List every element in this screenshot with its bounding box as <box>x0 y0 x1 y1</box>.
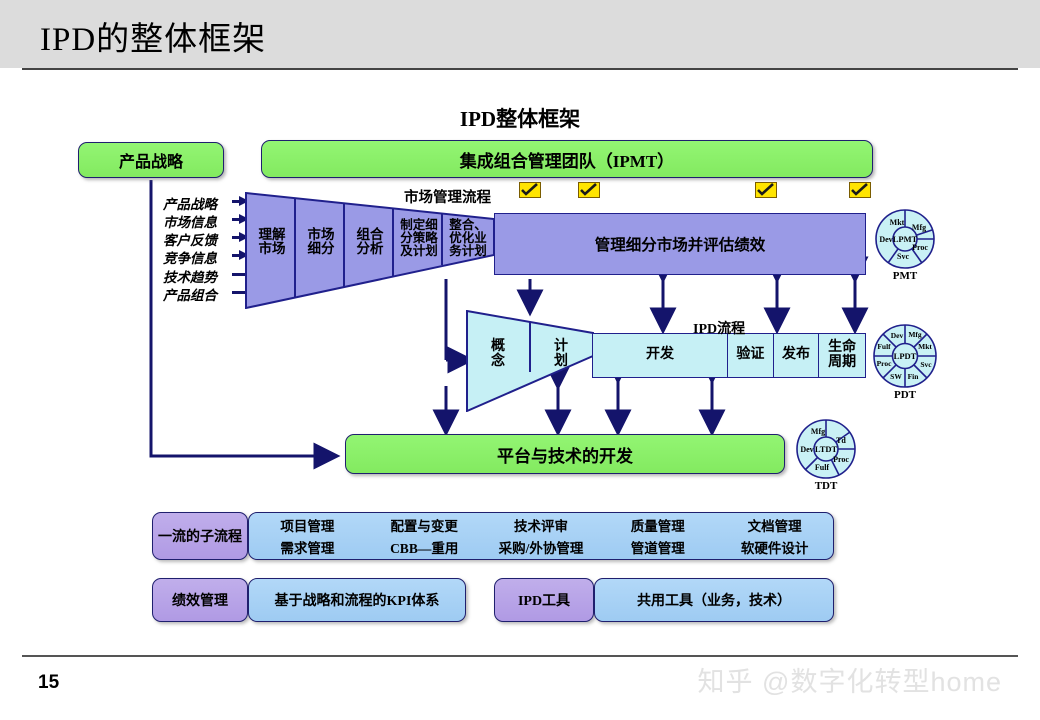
input-arrow-3 <box>239 250 249 260</box>
footer-divider <box>22 655 1018 657</box>
subprocess-top-4: 文档管理 <box>747 519 802 534</box>
input-stem-3 <box>232 254 240 257</box>
input-arrow-1 <box>239 214 249 224</box>
page-number: 15 <box>38 672 60 693</box>
svg-text:Td: Td <box>836 436 846 445</box>
svg-text:Svc: Svc <box>897 252 909 261</box>
performance-label[interactable]: 绩效管理 <box>152 578 248 622</box>
svg-text:Fulf: Fulf <box>815 463 830 472</box>
manage-segments-bar[interactable]: 管理细分市场并评估绩效 <box>494 213 866 275</box>
ipmt-box[interactable]: 集成组合管理团队（IPMT） <box>261 140 873 178</box>
input-arrow-0 <box>239 196 249 206</box>
checkmark-box-4[interactable] <box>849 182 871 198</box>
svg-text:Fin: Fin <box>908 372 920 381</box>
market-funnel-cell-2: 组合分析 <box>356 227 384 257</box>
diagram-title: IPD整体框架 <box>459 107 581 131</box>
market-management-funnel[interactable] <box>245 192 495 309</box>
subprocess-top-0: 项目管理 <box>280 519 335 534</box>
check-icon <box>521 183 538 196</box>
pdt-caption: PDT <box>894 389 916 401</box>
market-funnel-cell-0: 理解市场 <box>258 227 286 257</box>
input-label-3: 竞争信息 <box>163 251 217 266</box>
tools-value[interactable]: 共用工具（业务，技术） <box>594 578 834 622</box>
subprocess-top-3: 质量管理 <box>630 519 685 534</box>
ipd-funnel-cell-1: 计划 <box>554 339 568 369</box>
tdt-team-wheel[interactable]: LTDT Mfg Td Proc Fulf Dev TDT <box>795 418 857 492</box>
subprocess-panel[interactable]: 项目管理 需求管理 配置与变更 CBB—重用 技术评审 采购/外协管理 质量管理… <box>248 512 834 560</box>
subprocess-bottom-2: 采购/外协管理 <box>498 541 584 556</box>
pdt-team-wheel[interactable]: LPDT Dev Mfg Mkt Svc Fin SW Proc Fulf PD… <box>872 323 938 401</box>
svg-text:Dev: Dev <box>891 331 904 340</box>
ipd-bar-cell-1[interactable]: 验证 <box>728 334 774 377</box>
input-label-5: 产品组合 <box>163 288 217 303</box>
pmt-team-wheel[interactable]: LPMT Mkt Mfg Proc Svc Dev PMT <box>874 208 936 282</box>
platform-development-box[interactable]: 平台与技术的开发 <box>345 434 785 474</box>
svg-text:Mkt: Mkt <box>890 218 905 227</box>
input-label-0: 产品战略 <box>163 197 217 212</box>
market-funnel-cell-1: 市场细分 <box>307 227 335 257</box>
checkmark-box-2[interactable] <box>578 182 600 198</box>
market-funnel-cell-3: 制定细分策略及计划 <box>400 218 438 259</box>
input-stem-1 <box>232 218 240 221</box>
svg-text:Proc: Proc <box>877 359 893 368</box>
subprocess-bottom-3: 管道管理 <box>630 541 685 556</box>
product-strategy-box[interactable]: 产品战略 <box>78 142 224 178</box>
svg-text:Svc: Svc <box>920 360 932 369</box>
svg-text:Dev: Dev <box>800 445 813 454</box>
input-label-4: 技术趋势 <box>163 270 217 285</box>
market-process-label: 市场管理流程 <box>404 190 491 206</box>
tdt-caption: TDT <box>814 480 838 492</box>
svg-text:LPDT: LPDT <box>894 351 917 361</box>
pmt-caption: PMT <box>892 270 918 282</box>
input-stem-5 <box>232 291 246 294</box>
subprocess-label[interactable]: 一流的子流程 <box>152 512 248 560</box>
svg-text:Mfg: Mfg <box>811 427 825 436</box>
header-divider <box>22 68 1018 70</box>
subprocess-top-1: 配置与变更 <box>390 519 458 534</box>
subprocess-column-1: 配置与变更 CBB—重用 <box>366 515 483 557</box>
svg-text:Mkt: Mkt <box>918 342 932 351</box>
svg-text:Mfg: Mfg <box>912 223 926 232</box>
subprocess-bottom-0: 需求管理 <box>280 541 335 556</box>
subprocess-bottom-4: 软硬件设计 <box>740 541 809 556</box>
performance-value[interactable]: 基于战略和流程的KPI体系 <box>248 578 466 622</box>
watermark: 知乎 @数字化转型home <box>697 667 1002 697</box>
ipd-funnel-cell-0: 概念 <box>491 339 505 369</box>
ipd-bar-cell-3[interactable]: 生命周期 <box>828 339 857 370</box>
input-stem-4 <box>232 273 246 276</box>
tools-label[interactable]: IPD工具 <box>494 578 594 622</box>
svg-text:Dev: Dev <box>879 235 892 244</box>
input-arrow-2 <box>239 232 249 242</box>
check-icon <box>851 183 868 196</box>
input-stem-2 <box>232 236 240 239</box>
svg-text:Proc: Proc <box>833 455 849 464</box>
check-icon <box>580 183 597 196</box>
svg-text:LTDT: LTDT <box>815 444 838 454</box>
svg-text:Fulf: Fulf <box>877 342 891 351</box>
page-title: IPD的整体框架 <box>40 22 267 58</box>
ipd-bar-cell-0[interactable]: 开发 <box>593 334 728 377</box>
checkmark-box-1[interactable] <box>519 182 541 198</box>
market-funnel-cell-4: 整合、优化业务计划 <box>449 218 487 259</box>
ipd-process-label: IPD流程 <box>693 322 746 337</box>
subprocess-bottom-1: CBB—重用 <box>390 541 459 556</box>
subprocess-column-2: 技术评审 采购/外协管理 <box>483 515 600 557</box>
input-label-2: 客户反馈 <box>163 233 217 248</box>
ipd-bar-cell-2[interactable]: 发布 <box>774 334 820 377</box>
svg-text:SW: SW <box>890 372 902 381</box>
svg-text:Proc: Proc <box>912 243 928 252</box>
subprocess-column-4: 文档管理 软硬件设计 <box>716 515 833 557</box>
subprocess-column-0: 项目管理 需求管理 <box>249 515 366 557</box>
subprocess-column-3: 质量管理 管道管理 <box>599 515 716 557</box>
subprocess-top-2: 技术评审 <box>513 519 568 534</box>
ipd-process-bar[interactable]: 开发 验证 发布 生命周期 <box>592 333 866 378</box>
checkmark-box-3[interactable] <box>755 182 777 198</box>
check-icon <box>757 183 774 196</box>
header-band <box>0 0 1040 68</box>
svg-text:Mfg: Mfg <box>908 330 922 339</box>
input-label-1: 市场信息 <box>163 215 217 230</box>
input-stem-0 <box>232 200 240 203</box>
svg-text:LPMT: LPMT <box>893 234 918 244</box>
